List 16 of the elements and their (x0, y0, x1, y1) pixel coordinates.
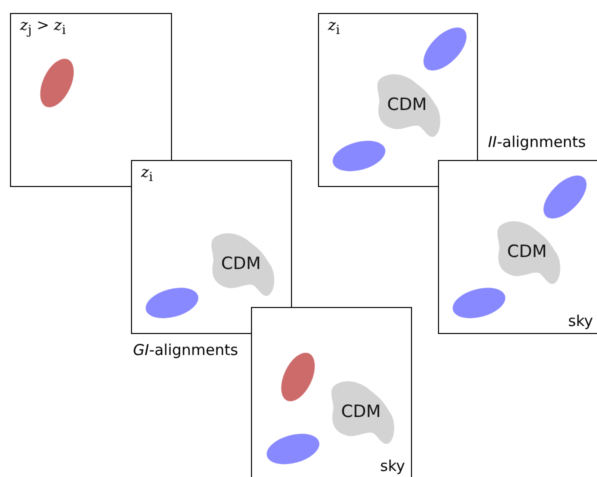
sky-panel (131, 160, 292, 334)
caption-text: II-alignments (488, 133, 586, 151)
sky-panel (251, 307, 412, 477)
sky-panel (318, 13, 478, 187)
panel-label: sky (380, 457, 405, 475)
panel-label: sky (568, 312, 593, 330)
blob-label: CDM (386, 95, 428, 115)
caption-text: GI-alignments (133, 341, 238, 359)
blob-label: CDM (220, 254, 262, 274)
sky-panel (10, 13, 172, 187)
blob-label: CDM (340, 402, 382, 422)
redshift-label: z$_{i}$ (141, 163, 153, 184)
sky-panel (438, 160, 597, 334)
redshift-label: z$_{j}$ > z$_{i}$ (20, 16, 66, 37)
blob-label: CDM (506, 242, 548, 262)
redshift-label: z$_{i}$ (328, 16, 340, 37)
